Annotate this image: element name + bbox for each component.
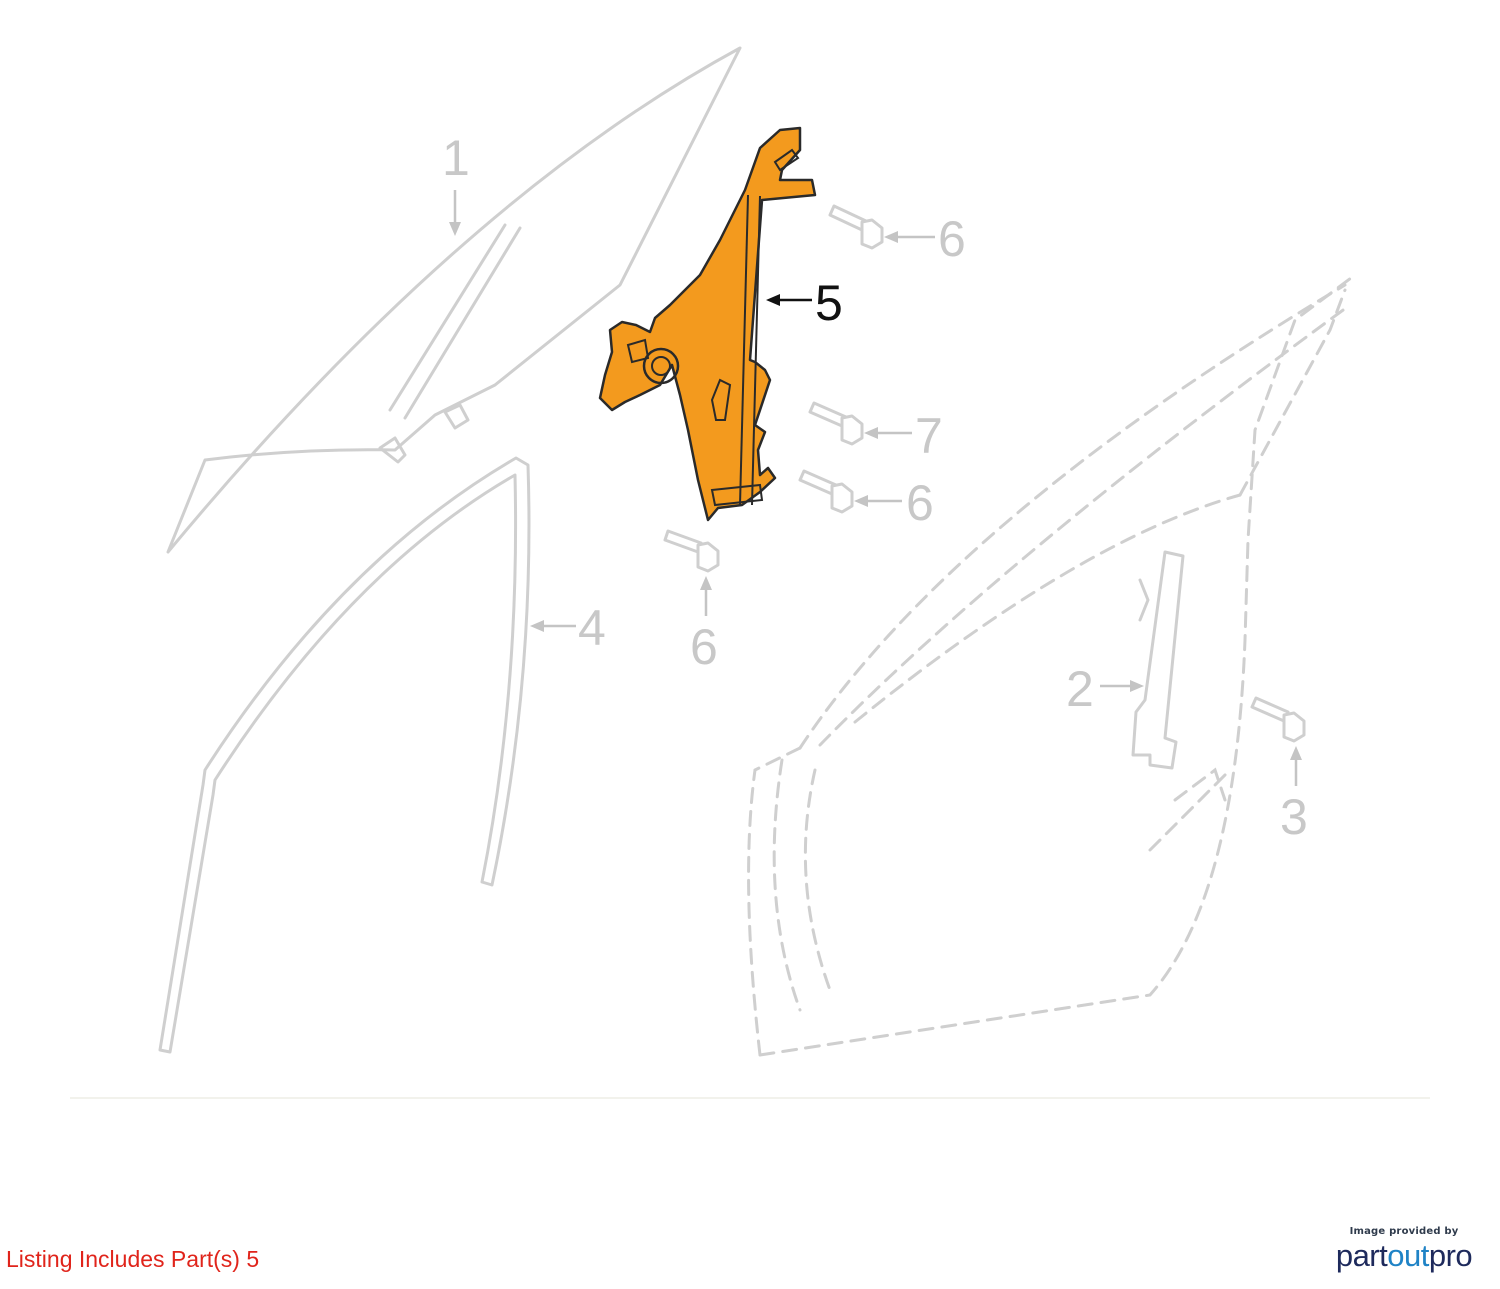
- callout-4: 4: [578, 600, 606, 656]
- bolt-7: [808, 401, 864, 446]
- window-regulator-part: [598, 126, 817, 522]
- leader-arrows: [449, 190, 1302, 786]
- listing-includes-note: Listing Includes Part(s) 5: [6, 1246, 260, 1272]
- bolt-6-bottom: [663, 529, 720, 573]
- callout-6-top: 6: [938, 211, 966, 267]
- bolt-3: [1250, 696, 1306, 743]
- brand-pro: pro: [1428, 1238, 1473, 1273]
- brand-out: out: [1387, 1238, 1429, 1273]
- callout-7: 7: [915, 408, 943, 464]
- brand-caption: Image provided by: [1349, 1226, 1459, 1237]
- callout-3: 3: [1280, 789, 1308, 845]
- bolt-6-middle: [798, 469, 854, 514]
- callout-6-middle: 6: [906, 475, 934, 531]
- glass-run-channel-part: [158, 456, 531, 1054]
- brand-wordmark: partoutpro: [1328, 1238, 1480, 1274]
- brand-part: part: [1335, 1238, 1388, 1273]
- callout-1: 1: [442, 130, 470, 186]
- callout-6-bottom: 6: [690, 619, 718, 675]
- partoutpro-logo: Image provided by partoutpro: [1328, 1226, 1480, 1274]
- window-glass-part: [166, 46, 742, 554]
- door-shell-outline: [747, 273, 1357, 1057]
- callout-2: 2: [1066, 661, 1094, 717]
- rear-glass-channel-part: [1131, 550, 1185, 770]
- bolt-6-top: [828, 204, 884, 250]
- callout-5: 5: [815, 275, 843, 331]
